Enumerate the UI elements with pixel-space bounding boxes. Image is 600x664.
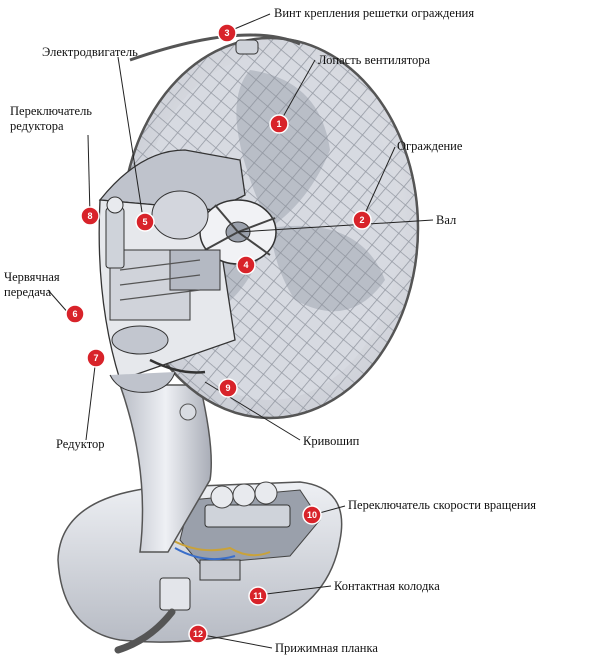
leader-guard (361, 146, 396, 221)
marker-7: 7 (86, 348, 106, 368)
svg-text:8: 8 (87, 211, 92, 221)
svg-text:4: 4 (243, 260, 248, 270)
svg-text:6: 6 (72, 309, 77, 319)
marker-8: 8 (80, 206, 100, 226)
label-shaft: Вал (436, 213, 457, 227)
marker-10: 10 (302, 505, 322, 525)
marker-11: 11 (248, 586, 268, 606)
label-terminal: Контактная колодка (334, 579, 440, 593)
fan-stand (118, 384, 212, 553)
label-reducer: Редуктор (56, 437, 105, 451)
fan-base (57, 481, 343, 654)
marker-5: 5 (135, 212, 155, 232)
leader-screw (231, 13, 271, 31)
label-worm: Червячная передача (4, 270, 60, 299)
svg-text:1: 1 (276, 119, 281, 129)
motor-housing (98, 149, 277, 393)
leader-reducer-switch (87, 134, 91, 217)
marker-3: 3 (217, 23, 237, 43)
marker-2: 2 (352, 210, 372, 230)
leader-motor (117, 56, 143, 213)
svg-text:2: 2 (359, 215, 364, 225)
marker-6: 6 (65, 304, 85, 324)
label-crank: Кривошип (303, 434, 360, 448)
label-clamp: Прижимная планка (275, 641, 378, 655)
leader-blade (278, 59, 316, 125)
svg-text:3: 3 (224, 28, 229, 38)
marker-1: 1 (269, 114, 289, 134)
label-screw: Винт крепления решетки ограждения (274, 6, 475, 20)
svg-text:11: 11 (253, 591, 263, 601)
leader-clamp (197, 633, 273, 649)
svg-text:5: 5 (142, 217, 147, 227)
svg-text:12: 12 (193, 629, 203, 639)
marker-12: 12 (188, 624, 208, 644)
leader-terminal (257, 585, 332, 596)
label-blade: Лопасть вентилятора (318, 53, 431, 67)
label-guard: Ограждение (397, 139, 463, 153)
leader-shaft (237, 219, 434, 233)
svg-text:9: 9 (225, 383, 230, 393)
marker-9: 9 (218, 378, 238, 398)
marker-4: 4 (236, 255, 256, 275)
label-motor: Электродвигатель (42, 45, 138, 59)
svg-text:7: 7 (93, 353, 98, 363)
svg-text:10: 10 (307, 510, 317, 520)
label-speed-switch: Переключатель скорости вращения (348, 498, 537, 512)
label-reducer-switch: Переключатель редуктора (10, 104, 93, 133)
leader-reducer (85, 357, 97, 441)
